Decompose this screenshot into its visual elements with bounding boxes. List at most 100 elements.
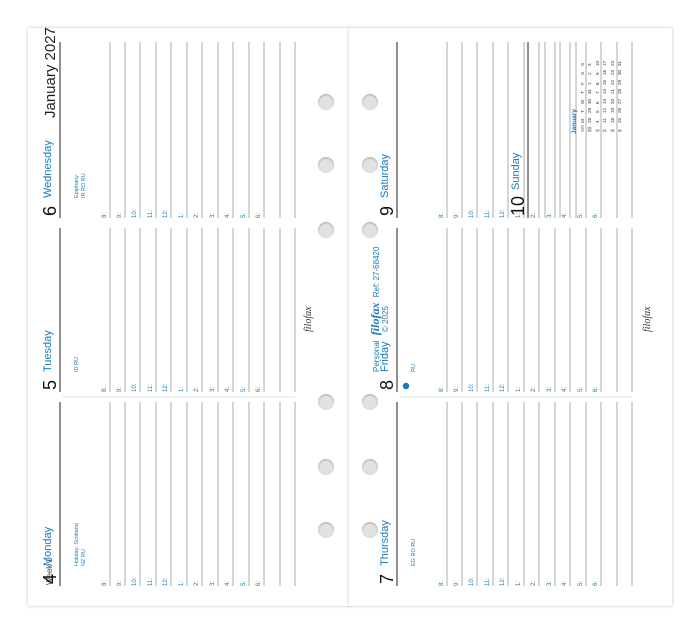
hour-label: 1: [179, 212, 185, 218]
mini-calendar-cell: 10 [594, 60, 600, 67]
mini-calendar-cell: 26 [617, 108, 622, 114]
ring-hole [318, 222, 334, 238]
hour-label: 8: [102, 212, 108, 218]
hour-label: 8: [439, 212, 445, 218]
day-number: 5 [40, 379, 60, 390]
hour-label: 1: [516, 386, 522, 392]
hour-label: 2: [531, 212, 537, 218]
ring-hole [318, 94, 334, 110]
hour-label: 12: [163, 383, 169, 392]
day-name: Thursday [379, 520, 391, 566]
left-page [28, 28, 351, 606]
mini-calendar-cell: 19 [609, 108, 615, 114]
hour-label: 8: [439, 386, 445, 392]
hour-label: 10: [132, 577, 138, 586]
day-note: NZ RU [81, 549, 87, 566]
hour-label: 4: [225, 386, 231, 392]
day-note: EG RO RU [411, 538, 417, 566]
hour-label: 10: [132, 209, 138, 218]
hour-label: 11: [148, 578, 154, 586]
mini-calendar-cell: 27 [617, 98, 622, 104]
mini-calendar-cell: 25 [617, 117, 622, 123]
day-note: Epiphany [74, 175, 80, 198]
mini-calendar-cell: 13 [602, 98, 608, 104]
mini-calendar-month: January [571, 109, 578, 134]
day-note: Holiday: Scotland [74, 523, 80, 566]
hour-label: 11: [148, 384, 154, 392]
hour-label: 4: [225, 580, 231, 586]
hour-label: 3: [210, 212, 216, 218]
hour-label: 11: [148, 210, 154, 218]
hour-label: 2: [531, 580, 537, 586]
hour-label: 9: [117, 212, 123, 218]
mini-calendar-cell: 53 [587, 126, 593, 132]
right-page [349, 28, 672, 606]
hour-label: 5: [578, 386, 584, 392]
brand-logo-bottom-right: filofax [642, 306, 653, 332]
mini-calendar-cell: 28 [587, 117, 593, 123]
hour-label: 5: [241, 386, 247, 392]
ring-hole [318, 157, 334, 173]
hour-label: 1: [179, 386, 185, 392]
ring-hole [362, 459, 378, 475]
new-moon-icon [402, 382, 410, 390]
mini-calendar-cell: 8 [594, 82, 600, 85]
day-name: Tuesday [42, 330, 54, 372]
day-number: 7 [377, 573, 397, 584]
hour-label: 10: [469, 577, 475, 586]
hour-label: 6: [256, 580, 262, 586]
hour-label: 3: [210, 386, 216, 392]
hour-label: 6: [593, 212, 599, 218]
hour-label: 4: [562, 580, 568, 586]
mini-calendar-cell: 4 [594, 120, 600, 123]
hour-label: 9: [117, 580, 123, 586]
mini-calendar-cell: 17 [602, 60, 608, 67]
ring-hole [362, 94, 378, 110]
hour-label: 1: [516, 580, 522, 586]
hour-label: 8: [102, 580, 108, 586]
mini-calendar-cell: T [580, 110, 585, 114]
hour-label: 10: [132, 383, 138, 392]
product-size: Personal [372, 340, 381, 372]
mini-calendar-cell: 22 [609, 79, 615, 85]
day-number: 8 [377, 379, 397, 390]
hour-label: 2: [531, 386, 537, 392]
mini-calendar-cell: W [580, 99, 585, 104]
mini-calendar-cell: 6 [594, 101, 600, 104]
hour-label: 5: [241, 212, 247, 218]
day-number: 10 [508, 195, 528, 216]
mini-calendar-cell: 31 [617, 60, 622, 67]
day-name: Saturday [379, 153, 391, 198]
mini-calendar-cell: F [580, 82, 585, 85]
ring-hole [318, 394, 334, 410]
day-number: 9 [377, 205, 397, 216]
hour-label: 8: [439, 580, 445, 586]
mini-calendar-cell: 20 [609, 98, 615, 104]
mini-calendar-cell: 7 [594, 91, 600, 95]
mini-calendar-cell: 1 [587, 82, 593, 85]
day-name: Monday [42, 526, 54, 566]
hour-label: 5: [241, 580, 247, 586]
hour-label: 12: [500, 383, 506, 392]
day-name: Wednesday [42, 140, 54, 198]
mini-calendar-cell: S [580, 72, 585, 76]
brand-logo-center: filofax [368, 302, 382, 336]
hour-label: 9: [454, 386, 460, 392]
hour-label: 12: [500, 577, 506, 586]
mini-calendar-cell: 3 [587, 63, 593, 67]
mini-calendar-cell: 4 [617, 129, 622, 132]
hour-label: 3: [547, 212, 553, 218]
day-number: 4 [40, 573, 60, 584]
ring-hole [318, 522, 334, 538]
mini-calendar-cell: 14 [602, 89, 608, 95]
mini-calendar-cell: 21 [609, 89, 615, 95]
mini-calendar-cell: 2 [602, 129, 608, 132]
mini-calendar-cell: 31 [587, 89, 593, 95]
day-name: Sunday [510, 152, 522, 190]
mini-calendar-cell: 29 [587, 108, 593, 114]
mini-calendar-cell: 15 [602, 79, 608, 85]
mini-calendar-cell: 28 [617, 89, 622, 95]
mini-calendar-cell: 12 [602, 108, 608, 114]
mini-calendar-cell: 5 [594, 110, 600, 114]
copyright: © 2025 [381, 306, 390, 332]
